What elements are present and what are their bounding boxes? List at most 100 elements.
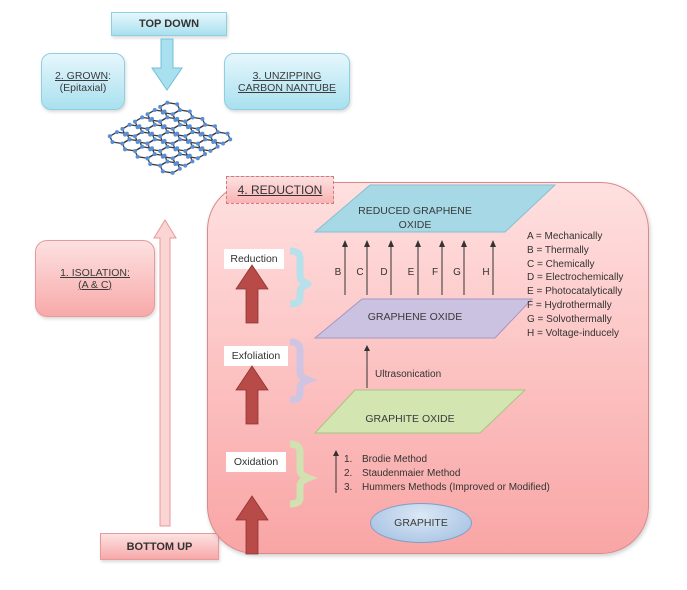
lattice-atom xyxy=(170,126,175,131)
method-number: 1. xyxy=(344,454,353,465)
method-text: Staudenmaier Method xyxy=(362,468,461,479)
legend-item: F = Hydrothermally xyxy=(527,299,612,311)
grown-box: 2. GROWN: (Epitaxial) xyxy=(41,53,125,110)
lattice-atom xyxy=(195,156,200,161)
lattice-atom xyxy=(175,102,180,107)
lattice-atom xyxy=(123,147,127,152)
lattice-atom xyxy=(145,126,150,131)
unzipping-line2: CARBON NANTUBE xyxy=(237,81,336,94)
graphene-lattice xyxy=(107,100,233,175)
bottom-up-text: BOTTOM UP xyxy=(126,540,193,553)
stage-arrow-up-3 xyxy=(235,264,269,324)
gto-text: GRAPHITE OXIDE xyxy=(365,413,455,425)
unzipping-box: 3. UNZIPPING CARBON NANTUBE xyxy=(224,53,350,110)
lattice-atom xyxy=(140,144,145,149)
lattice-atom xyxy=(145,112,150,117)
top-down-label: TOP DOWN xyxy=(111,12,227,36)
lattice-atom xyxy=(170,112,175,117)
oxidation-method-item: 1. Brodie Method xyxy=(344,453,550,467)
lattice-atom xyxy=(162,138,167,143)
lattice-atom xyxy=(165,130,170,135)
bottom-up-label: BOTTOM UP xyxy=(100,533,219,560)
lattice-atom xyxy=(183,163,188,168)
isolation-line1: 1. ISOLATION: xyxy=(60,266,130,279)
lattice-atom xyxy=(213,138,217,143)
oxidation-method-item: 2. Staudenmaier Method xyxy=(344,467,550,481)
lattice-atom xyxy=(150,116,154,121)
legend-item: E = Photocatalytically xyxy=(527,286,623,298)
lattice-atom xyxy=(190,144,195,149)
reduction-arrow-h: H xyxy=(482,240,496,295)
graphite-ellipse: GRAPHITE xyxy=(370,503,472,543)
lattice-atom xyxy=(137,138,142,143)
go-label: GRAPHENE OXIDE xyxy=(340,311,490,323)
method-text: Hummers Methods (Improved or Modified) xyxy=(362,482,550,493)
legend-item: G = Solvothermally xyxy=(527,313,612,325)
lattice-atom xyxy=(177,108,182,113)
ultrasonication-label: Ultrasonication xyxy=(375,369,442,380)
reduction-legend: A = Mechanically B = Thermally C = Chemica… xyxy=(527,230,623,340)
lattice-atom xyxy=(175,161,180,165)
isolation-line2: (A & C) xyxy=(78,278,112,291)
stage-arrow-up-2 xyxy=(235,365,269,425)
lattice-atom xyxy=(145,156,150,161)
top-down-arrow xyxy=(151,38,183,91)
lattice-atom xyxy=(187,124,192,129)
legend-item: D = Electrochemically xyxy=(527,272,624,284)
grown-colon: : xyxy=(108,69,111,82)
lattice-atom xyxy=(215,130,220,135)
reduction-arrow-f: F xyxy=(432,240,445,295)
lattice-atom xyxy=(110,140,115,144)
lattice-atom xyxy=(165,100,170,105)
lattice-atom xyxy=(183,119,188,124)
lattice-atom xyxy=(177,166,182,171)
lattice-atom xyxy=(190,115,195,120)
reduction-bracket xyxy=(289,247,312,308)
legend-item: B = Thermally xyxy=(527,244,589,256)
lattice-atom xyxy=(140,115,145,120)
rgo-line2: OXIDE xyxy=(398,219,432,231)
lattice-atom xyxy=(165,159,170,164)
oxidation-method-item: 3.Hummers Methods (Improved or Modified) xyxy=(344,481,550,495)
lattice-atom xyxy=(162,109,167,114)
lattice-atom xyxy=(221,141,226,146)
stage-label-text: Exfoliation xyxy=(231,350,281,362)
method-text: Brodie Method xyxy=(362,454,428,465)
lattice-atom xyxy=(152,108,157,113)
ultrasonication-arrow xyxy=(364,345,370,388)
legend-item: C = Chemically xyxy=(527,258,595,270)
lattice-atom xyxy=(132,119,137,124)
reduction-arrow-label: B xyxy=(335,267,342,278)
lattice-atom xyxy=(175,116,180,121)
oxidation-bracket xyxy=(289,440,318,508)
lattice-atom xyxy=(187,109,192,114)
stage-label-text: Oxidation xyxy=(233,456,279,468)
lattice-atom xyxy=(152,137,157,142)
lattice-atom xyxy=(132,134,137,139)
grown-subtitle: (Epitaxial) xyxy=(59,81,107,94)
lattice-atom xyxy=(127,137,132,142)
product-shapes xyxy=(313,184,557,434)
method-number: 2. xyxy=(344,468,353,479)
lattice-atom xyxy=(158,163,163,168)
unzipping-line1: 3. UNZIPPING xyxy=(252,69,322,82)
stage-graphics xyxy=(235,247,318,555)
lattice-atom xyxy=(175,146,180,151)
reduction-panel xyxy=(207,182,649,554)
legend-item: A = Mechanically xyxy=(527,231,603,242)
lattice-atom xyxy=(120,126,125,131)
grown-title: 2. GROWN xyxy=(54,69,109,82)
lattice-atom xyxy=(165,115,170,120)
lattice-atom xyxy=(162,124,167,129)
reduction-arrow-label: C xyxy=(356,267,363,278)
lattice-atom xyxy=(203,137,208,142)
lattice-atom xyxy=(114,130,119,135)
lattice-atom xyxy=(165,144,170,149)
reduction-arrow-label: E xyxy=(408,267,415,278)
lattice-atom xyxy=(152,152,157,157)
lattice-atom xyxy=(208,134,213,139)
lattice-atom xyxy=(150,131,154,136)
reduction-arrow-e: E xyxy=(408,240,421,295)
lattice-atom xyxy=(137,124,142,129)
